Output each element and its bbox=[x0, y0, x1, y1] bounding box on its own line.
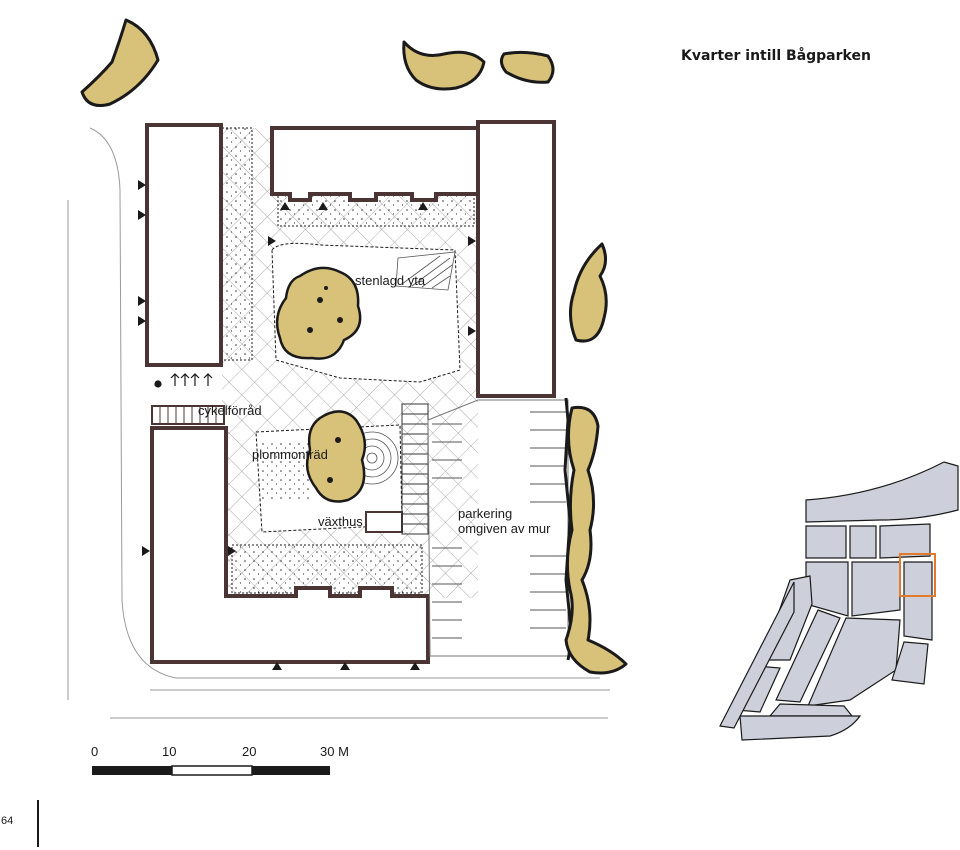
greenhouse bbox=[365, 511, 403, 533]
building-north bbox=[270, 126, 480, 202]
building-south bbox=[150, 426, 430, 664]
page-title: Kvarter intill Bågparken bbox=[681, 48, 871, 64]
courtyard-trees bbox=[275, 266, 367, 503]
label-bike-shed: cykelförråd bbox=[198, 403, 262, 418]
page-number: 64 bbox=[1, 815, 14, 827]
street-lines bbox=[67, 127, 610, 719]
location-map bbox=[719, 461, 959, 741]
tree-canopy-north bbox=[275, 266, 362, 360]
scale-tick-30: 30 M bbox=[320, 744, 349, 759]
entrance-markers bbox=[138, 180, 476, 670]
map-highlight bbox=[899, 553, 936, 597]
scale-bar bbox=[92, 765, 330, 776]
bike-racks bbox=[154, 373, 213, 388]
perimeter-trees bbox=[80, 18, 628, 675]
label-paved-area: stenlagd yta bbox=[355, 273, 426, 288]
buildings bbox=[145, 120, 556, 664]
scale-tick-20: 20 bbox=[242, 744, 257, 759]
label-parking: parkering bbox=[458, 506, 513, 521]
label-plum-tree: plommonträd bbox=[252, 447, 328, 462]
bike-shed bbox=[151, 405, 225, 425]
tree-canopy-plum bbox=[305, 410, 367, 503]
building-east bbox=[476, 120, 556, 398]
paved-patch bbox=[395, 251, 456, 291]
label-parking-wall: omgiven av mur bbox=[458, 521, 551, 536]
building-west-north bbox=[145, 123, 223, 367]
label-greenhouse: växthus bbox=[318, 514, 363, 529]
scale-tick-0: 0 bbox=[91, 744, 99, 759]
bike-shed-ribs bbox=[159, 407, 217, 423]
page-divider bbox=[37, 800, 39, 847]
scale-tick-10: 10 bbox=[162, 744, 177, 759]
tree-trunks bbox=[307, 286, 343, 483]
